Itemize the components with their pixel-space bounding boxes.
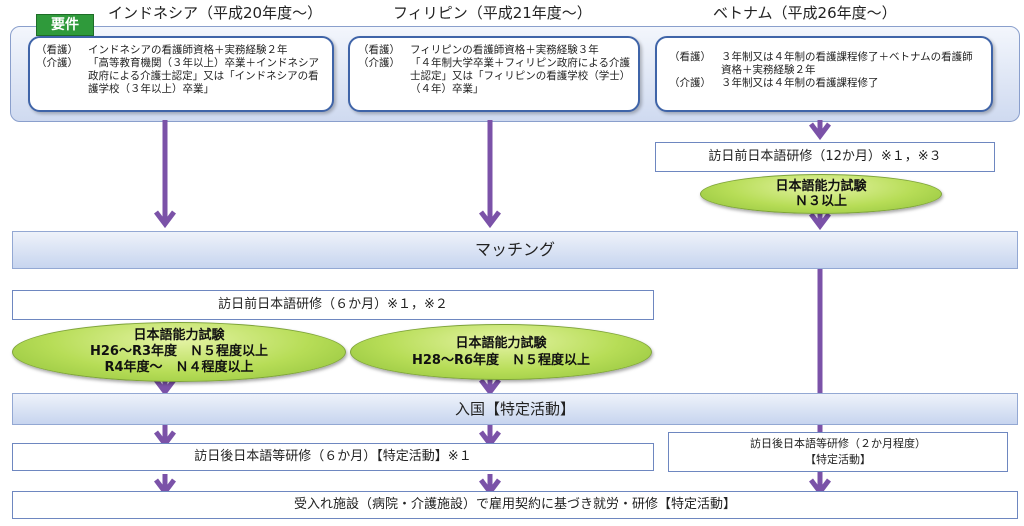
vietnam-pre-training: 訪日前日本語研修（12か月）※１，※３: [655, 142, 995, 172]
post-training: 訪日後日本語等研修（６か月）【特定活動】※１: [12, 443, 654, 471]
entry-bar: 入国【特定活動】: [12, 393, 1018, 425]
philippines-jlpt-title: 日本語能力試験: [455, 336, 547, 351]
indonesia-jlpt-level-1: H26～R3年度 Ｎ５程度以上: [89, 344, 269, 359]
pre-training: 訪日前日本語研修（６か月）※１，※２: [12, 290, 654, 320]
matching-bar: マッチング: [12, 231, 1018, 269]
indonesia-requirements: （看護）インドネシアの看護師資格＋実務経験２年 （介護）「高等教育機関（３年以上…: [28, 36, 334, 112]
philippines-header: フィリピン（平成21年度～）: [393, 4, 592, 22]
vietnam-jlpt-title: 日本語能力試験: [775, 179, 867, 194]
indonesia-jlpt-title: 日本語能力試験: [133, 328, 225, 343]
indonesia-care-req: 「高等教育機関（３年以上）卒業＋インドネシア政府による介護士認定」又は「インドネ…: [88, 57, 319, 95]
indonesia-nursing-req: インドネシアの看護師資格＋実務経験２年: [88, 44, 288, 56]
employment-box: 受入れ施設（病院・介護施設）で雇用契約に基づき就労・研修【特定活動】: [12, 491, 1018, 519]
vietnam-jlpt-ellipse: 日本語能力試験 Ｎ３以上: [700, 174, 942, 214]
requirements-tag: 要件: [36, 14, 94, 36]
vietnam-header: ベトナム（平成26年度～）: [713, 4, 897, 22]
indonesia-jlpt-ellipse: 日本語能力試験 H26～R3年度 Ｎ５程度以上 R4年度～ Ｎ４程度以上: [12, 322, 346, 382]
indonesia-header: インドネシア（平成20年度～）: [108, 4, 323, 22]
vietnam-requirements: （看護）３年制又は４年制の看護課程修了＋ベトナムの看護師資格＋実務経験２年 （介…: [655, 36, 993, 112]
philippines-jlpt-level: H28～R6年度 Ｎ５程度以上: [411, 353, 591, 368]
indonesia-jlpt-level-2: R4年度～ Ｎ４程度以上: [104, 360, 254, 375]
vietnam-care-req: ３年制又は４年制の看護課程修了: [721, 77, 879, 89]
philippines-jlpt-ellipse: 日本語能力試験 H28～R6年度 Ｎ５程度以上: [350, 324, 652, 380]
vietnam-nursing-req: ３年制又は４年制の看護課程修了＋ベトナムの看護師資格＋実務経験２年: [721, 51, 973, 76]
vietnam-post-training: 訪日後日本語等研修（２か月程度） 【特定活動】: [668, 432, 1008, 472]
vietnam-jlpt-level: Ｎ３以上: [794, 194, 847, 209]
philippines-requirements: （看護）フィリピンの看護師資格＋実務経験３年 （介護）「４年制大学卒業＋フィリピ…: [348, 36, 640, 112]
philippines-nursing-req: フィリピンの看護師資格＋実務経験３年: [410, 44, 599, 56]
philippines-care-req: 「４年制大学卒業＋フィリピン政府による介護士認定」又は「フィリピンの看護学校（学…: [410, 57, 630, 95]
